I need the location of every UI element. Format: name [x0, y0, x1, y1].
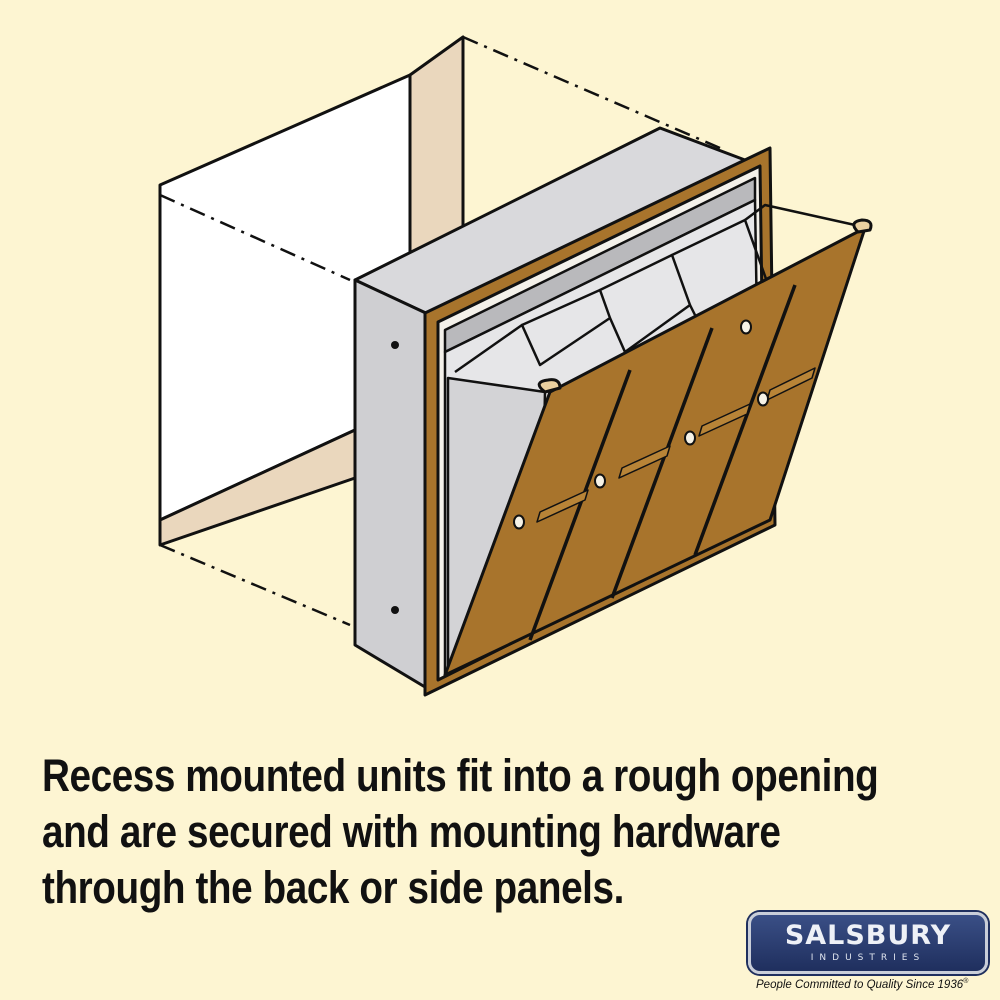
logo-subtitle: INDUSTRIES — [810, 953, 926, 963]
door-panel — [443, 226, 867, 677]
logo-tagline: People Committed to Quality Since 1936® — [756, 978, 996, 991]
mailbox-recess-illustration — [158, 35, 873, 697]
caption-line-1: Recess mounted units fit into a rough op… — [42, 750, 879, 801]
caption-line-3: through the back or side panels. — [42, 862, 624, 913]
wall-right-jamb — [408, 35, 465, 257]
door-nameplate — [536, 367, 816, 523]
caption-text: Recess mounted units fit into a rough op… — [42, 748, 879, 916]
mounting-hole-icon — [391, 341, 399, 349]
registered-mark: ® — [963, 978, 969, 985]
mailbox-housing — [353, 126, 747, 692]
housing-side — [353, 278, 432, 692]
caption-line-2: and are secured with mounting hardware — [42, 806, 781, 857]
logo-name: SALSBURY — [784, 920, 952, 951]
tagline-text: People Committed to Quality Since 1936 — [756, 978, 964, 991]
guide-lines — [159, 35, 721, 627]
mailbox-doors — [443, 218, 873, 677]
door-lock-icon — [513, 319, 769, 530]
mounting-hole-icon — [391, 606, 399, 614]
wall-rough-opening — [158, 35, 465, 547]
salsbury-logo: SALSBURY INDUSTRIES — [748, 912, 988, 974]
